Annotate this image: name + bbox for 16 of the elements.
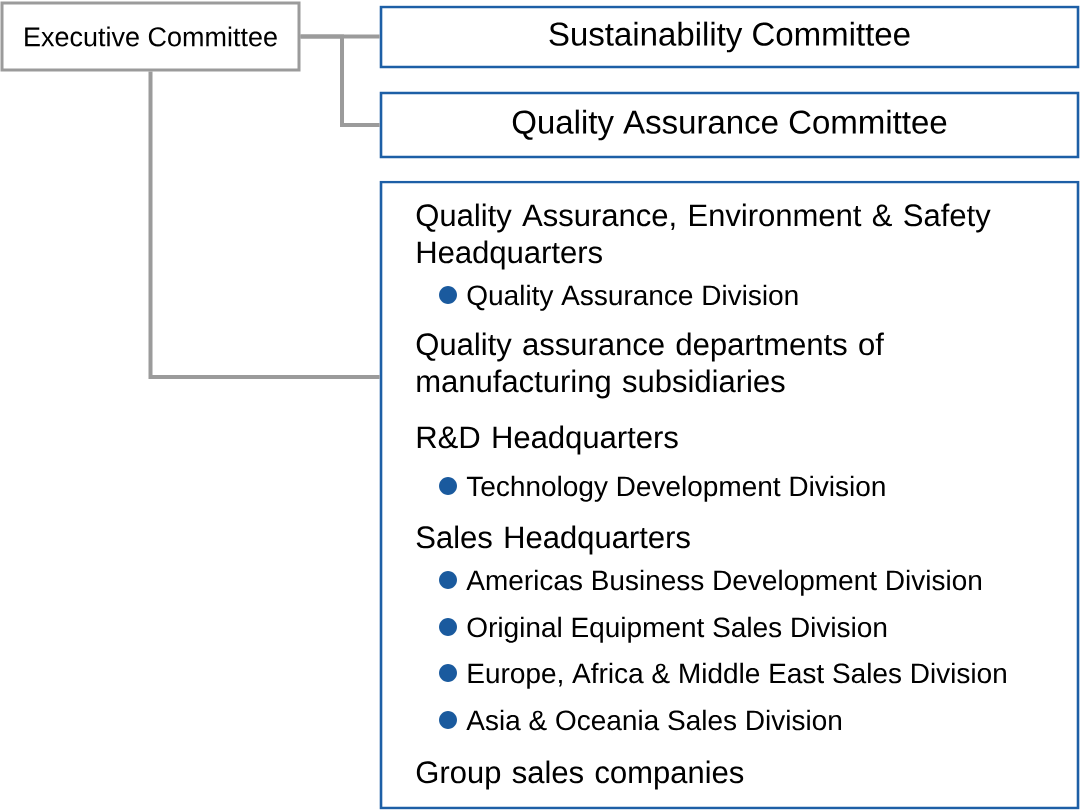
committee-box: Quality Assurance Committee — [379, 91, 1080, 159]
division-item: Original Equipment Sales Division — [467, 616, 887, 643]
unit-heading: R&D Headquarters — [417, 425, 678, 455]
connector-line — [300, 34, 380, 127]
unit-heading: Sales Headquarters — [416, 525, 690, 555]
division-item: Quality Assurance Division — [467, 284, 798, 311]
connector-line — [148, 71, 380, 379]
division-item: Technology Development Division — [466, 475, 885, 502]
committee-box: Sustainability Committee — [379, 5, 1080, 69]
unit-heading: Quality Assurance, Environment & Safety Headquarters — [416, 203, 991, 270]
unit-heading: Group sales companies — [416, 760, 744, 790]
unit-heading: Quality assurance departments of manufacturing subsidiaries — [416, 332, 884, 399]
division-item: Asia & Oceania Sales Division — [466, 709, 841, 731]
division-item: Americas Business Development Division — [466, 569, 981, 596]
division-item: Europe, Africa & Middle East Sales Division — [468, 662, 1006, 689]
committee-box: Executive Committee — [0, 1, 301, 72]
